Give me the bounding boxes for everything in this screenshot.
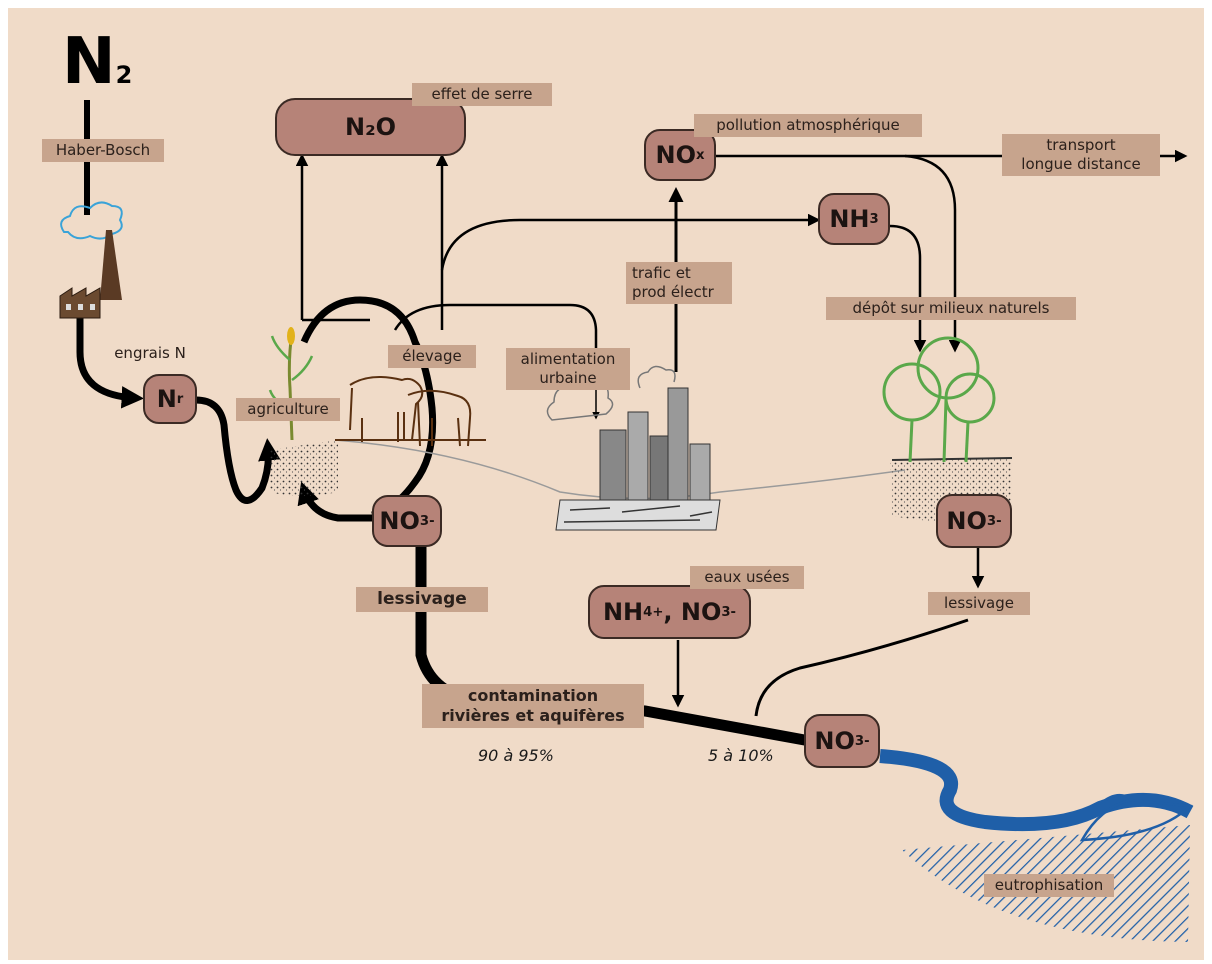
n2-symbol: N [62, 25, 116, 99]
elevage-to-nh3-flow [440, 213, 821, 271]
label-contamination-line1: contamination [467, 686, 599, 705]
node-no3-river-sup: - [864, 733, 870, 749]
node-nh3-sub: 3 [869, 211, 879, 227]
nh3-to-forest-flow [889, 224, 927, 353]
node-no3-river-sub: 3 [854, 733, 865, 749]
node-nh4-text: NH [602, 598, 644, 626]
label-effet-serre: effet de serre [412, 83, 552, 106]
label-transport-line1: transport [1046, 136, 1116, 154]
label-elevage: élevage [388, 345, 476, 368]
agriculture-plant-icon [268, 327, 338, 496]
node-nh4-rest: , NO [663, 598, 722, 626]
node-n2o: N₂O [275, 98, 466, 156]
node-nh3-text: NH [829, 205, 870, 233]
cattle-icon [335, 375, 486, 447]
boat-icon [1079, 793, 1193, 842]
label-trafic: trafic et prod électr [626, 262, 732, 304]
node-nox-text: NO [655, 141, 696, 169]
label-eaux-usees: eaux usées [690, 566, 804, 589]
factory-icon [59, 201, 123, 319]
node-n2o-text: N₂O [345, 113, 396, 141]
label-eutrophisation: eutrophisation [984, 874, 1114, 897]
n2-source: N2 [62, 30, 132, 94]
label-alimentation-line1: alimentation [520, 350, 616, 368]
node-no3-forest-sup: - [996, 513, 1002, 529]
node-nr-text: N [156, 385, 177, 413]
label-alimentation-line2: urbaine [539, 368, 597, 387]
label-contamination-line2: rivières et aquifères [441, 706, 625, 725]
node-nh4-no3-sup: - [730, 604, 737, 620]
nox-transport-flow [716, 149, 1188, 353]
label-agriculture: agriculture [236, 398, 340, 421]
node-no3-forest-sub: 3 [986, 513, 997, 529]
label-engrais: engrais N [114, 344, 186, 362]
river [879, 749, 1194, 832]
label-transport-line2: longue distance [1021, 154, 1141, 173]
percentage-urban: 5 à 10% [708, 746, 774, 765]
node-nh4-sub: 4 [643, 604, 653, 620]
label-haber-bosch: Haber-Bosch [42, 139, 164, 162]
label-lessivage-agriculture: lessivage [356, 587, 488, 613]
node-nh4-sup: + [652, 604, 664, 620]
node-no3-agriculture-sup: - [429, 513, 435, 529]
node-no3-river-text: NO [814, 727, 855, 755]
node-nh4-no3-sub: 3 [721, 604, 731, 620]
label-lessivage-forest: lessivage [928, 592, 1030, 615]
label-contamination: contamination rivières et aquifères [422, 684, 644, 728]
label-trafic-line2: prod électr [632, 282, 714, 301]
percentage-agriculture: 90 à 95% [478, 746, 554, 765]
label-transport: transport longue distance [1002, 134, 1160, 176]
node-no3-agriculture-sub: 3 [419, 513, 430, 529]
nr-to-agriculture-flow [195, 396, 281, 504]
label-alimentation: alimentation urbaine [506, 348, 630, 390]
city-icon [546, 365, 721, 531]
n2o-flows [295, 153, 598, 360]
node-no3-forest-text: NO [946, 507, 987, 535]
label-pollution: pollution atmosphérique [694, 114, 922, 137]
n2-subscript: 2 [115, 61, 133, 89]
node-no3-agriculture-text: NO [379, 507, 420, 535]
forest-leaching-flow [754, 618, 969, 717]
label-trafic-line1: trafic et [632, 264, 691, 282]
label-depot: dépôt sur milieux naturels [826, 297, 1076, 320]
node-nr-sub: r [176, 391, 184, 407]
node-nox-sub: x [695, 147, 705, 163]
